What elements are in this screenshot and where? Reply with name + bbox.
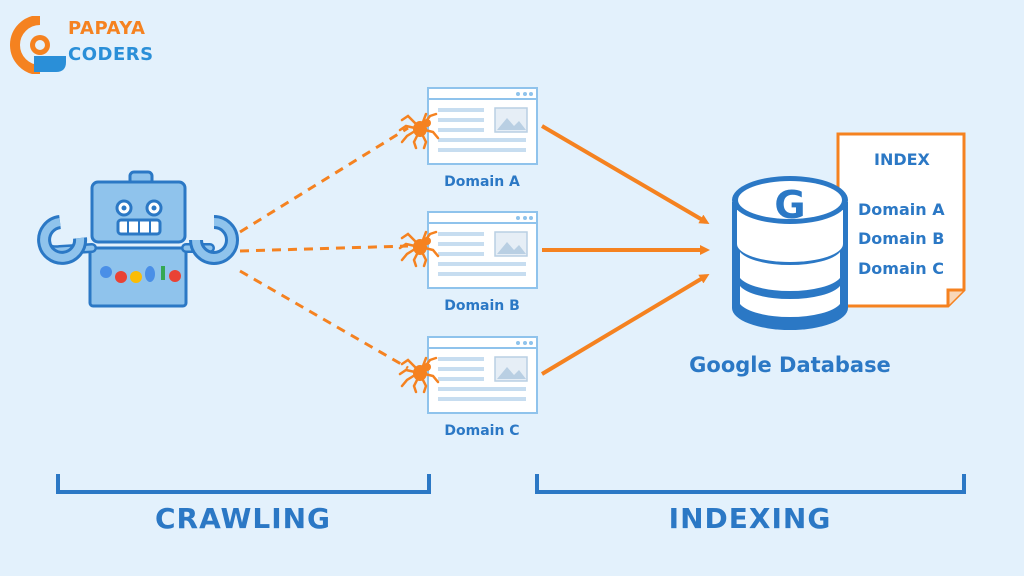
crawling-bracket [56,474,431,494]
indexing-bracket [535,474,966,494]
arrow-a [540,124,710,225]
database-letter: G [774,183,805,227]
database-icon: G [732,176,848,330]
index-arrows [540,124,710,376]
domain-c-label: Domain C [444,423,520,439]
crawl-line-a [239,126,409,234]
index-item: Domain A [858,200,945,219]
crawling-label: CRAWLING [154,502,332,535]
brand-name-line2: CODERS [68,44,154,65]
spider-icon [398,356,440,394]
index-item: Domain B [858,229,945,248]
crawl-lines [239,126,409,370]
domain-b-label: Domain B [444,298,520,314]
web-page-b [427,211,538,289]
web-page-c [427,336,538,414]
domain-a-label: Domain A [444,174,520,190]
arrow-c [540,273,710,376]
web-page-a [427,87,538,165]
index-item: Domain C [858,259,944,278]
googlebot-robot-icon [37,170,239,308]
crawl-line-c [239,269,409,370]
database-label: Google Database [689,353,891,377]
section-brackets [56,474,966,494]
index-title: INDEX [874,150,930,169]
crawl-line-b [239,244,409,253]
brand-logo [10,15,180,75]
brand-name-line1: PAPAYA [68,18,146,39]
indexing-label: INDEXING [668,502,832,535]
papaya-logo-icon [10,15,66,75]
spider-icon [398,112,440,150]
spider-icon [398,230,440,268]
